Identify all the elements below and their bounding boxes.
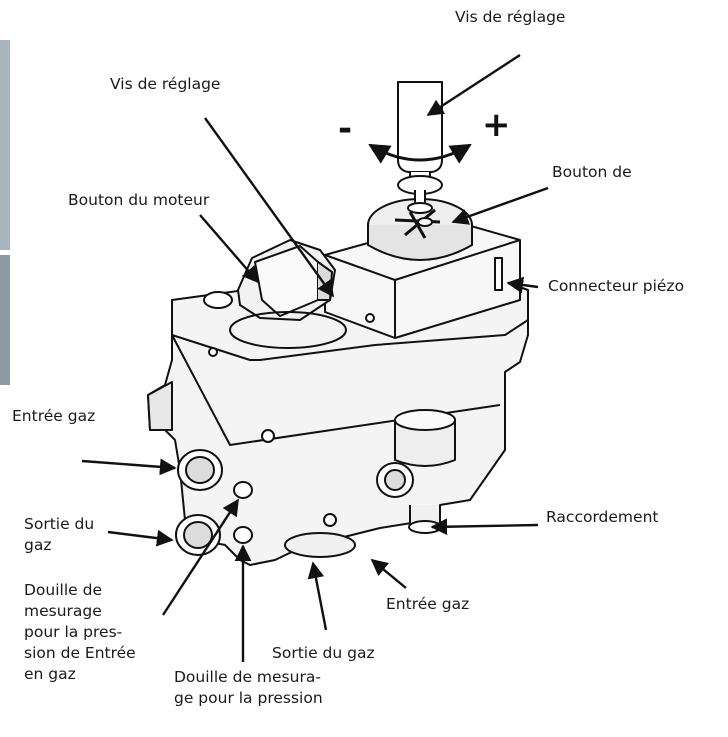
arrow-raccordement [430,518,539,536]
label-connecteur-piezo: Connecteur piézo [548,277,685,295]
arrow-entree-gaz-left [81,458,177,476]
left-edge-photo-strip [0,40,10,250]
label-douille-sortie: Douille de mesura- ge pour la pression [174,668,323,707]
arrow-entree-gaz-bottom [370,558,407,589]
valve-body [147,81,529,566]
arrow-bouton-moteur [199,214,260,284]
label-entree-gaz-left: Entrée gaz [12,407,96,425]
left-edge-photo-strip-lower [0,255,10,385]
arrow-sortie-gaz-bottom [307,561,328,631]
label-douille-entree: Douille de mesurage pour la pres- sion d… [24,581,136,683]
arrow-bouton-de [451,186,549,225]
label-bouton-moteur: Bouton du moteur [68,191,210,209]
arrow-douille-entree [161,498,240,616]
arrow-vis-reglage-left [204,117,334,298]
arrow-sortie-gaz-left [107,529,174,547]
label-sortie-gaz-left: Sortie du gaz [24,515,95,554]
label-vis-reglage-left: Vis de réglage [110,75,221,93]
arrow-connecteur-piezo [506,276,539,294]
leader-lines [81,53,549,662]
label-raccordement: Raccordement [546,508,659,526]
arrow-vis-reglage-top [426,53,521,117]
label-bouton-de: Bouton de [552,163,632,181]
label-sortie-gaz-bottom: Sortie du gaz [272,644,375,662]
minus-sign: - [338,109,353,149]
label-vis-reglage-top: Vis de réglage [455,8,566,26]
plus-sign: + [482,105,511,145]
label-entree-gaz-bottom: Entrée gaz [386,595,470,613]
